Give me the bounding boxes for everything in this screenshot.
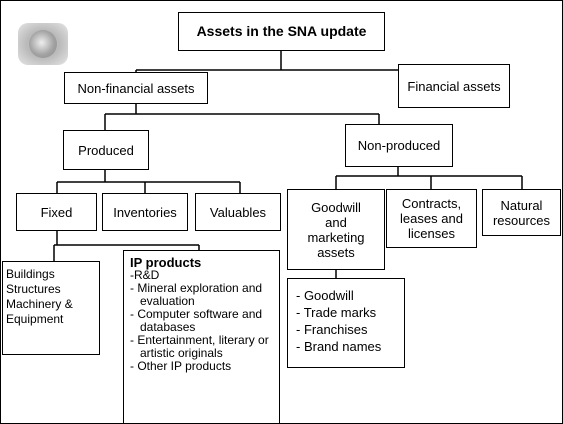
list-item: - Mineral exploration and evaluation	[130, 281, 263, 308]
node-non-financial-assets: Non-financial assets	[64, 72, 208, 104]
node-inventories: Inventories	[102, 193, 188, 231]
goodwill-list-box: - Goodwill - Trade marks - Franchises - …	[287, 278, 405, 368]
node-label: Goodwill and marketing assets	[307, 199, 365, 260]
node-goodwill-marketing: Goodwill and marketing assets	[287, 189, 385, 270]
ip-products-heading: IP products	[130, 255, 202, 270]
node-label: Buildings Structures Machinery & Equipme…	[6, 267, 73, 326]
list-item: - Computer software and databases	[130, 307, 263, 334]
node-label: Financial assets	[407, 78, 501, 94]
list-item: - Entertainment, literary or artistic or…	[130, 333, 269, 360]
globe-icon	[29, 30, 57, 58]
node-produced: Produced	[63, 130, 149, 170]
node-fixed: Fixed	[16, 193, 97, 231]
page-title: Assets in the SNA update	[196, 23, 367, 39]
node-contracts-leases-licenses: Contracts, leases and licenses	[386, 189, 477, 248]
node-label: Natural resources	[492, 197, 551, 228]
node-valuables: Valuables	[195, 193, 281, 231]
list-item: - Brand names	[296, 339, 382, 354]
node-label: Produced	[78, 142, 134, 158]
list-item: - Other IP products	[130, 359, 232, 373]
node-buildings-machinery: Buildings Structures Machinery & Equipme…	[2, 261, 100, 355]
node-label: Non-produced	[357, 138, 441, 153]
node-label: Contracts, leases and licenses	[400, 196, 463, 241]
node-label: Non-financial assets	[77, 80, 195, 96]
ip-products-list: -R&D - Mineral exploration and evaluatio…	[130, 269, 273, 373]
title-box: Assets in the SNA update	[178, 12, 385, 51]
list-item: -R&D	[130, 268, 160, 282]
un-emblem-icon	[18, 23, 68, 65]
list-item: - Goodwill	[296, 288, 354, 303]
node-non-produced: Non-produced	[345, 124, 453, 167]
list-item: - Trade marks	[296, 305, 377, 320]
node-label: Inventories	[113, 204, 177, 220]
node-natural-resources: Natural resources	[482, 189, 561, 236]
list-item: - Franchises	[296, 322, 368, 337]
node-financial-assets: Financial assets	[398, 64, 510, 108]
goodwill-list: - Goodwill - Trade marks - Franchises - …	[296, 287, 396, 355]
node-label: Valuables	[209, 204, 267, 220]
node-label: Fixed	[40, 204, 73, 220]
ip-products-box: IP products -R&D - Mineral exploration a…	[123, 250, 280, 424]
